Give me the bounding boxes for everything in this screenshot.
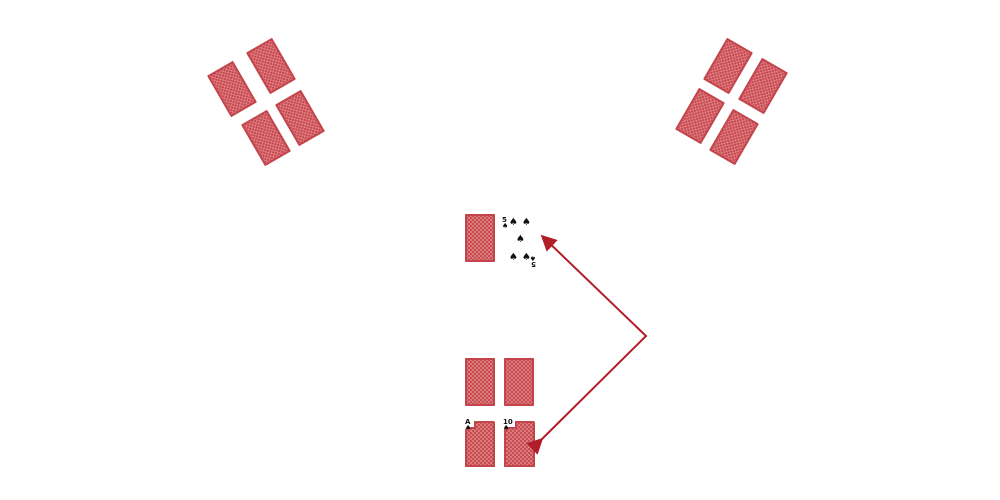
discard-rank: 5: [502, 216, 507, 224]
card-rank: 10: [503, 418, 513, 426]
spade-icon: ♠: [509, 252, 518, 263]
opponent-right-card[interactable]: [738, 57, 788, 115]
player-hand-top-row: [465, 358, 534, 406]
player-card-bottom-right[interactable]: 10 ♠: [503, 417, 535, 467]
spade-icon: ♠: [465, 424, 471, 432]
spade-icon: ♠: [503, 424, 509, 432]
opponent-left-card[interactable]: [246, 37, 296, 95]
player-card-bottom-left[interactable]: A ♠: [465, 417, 495, 467]
opponent-right-hand: [675, 37, 788, 166]
player-card-top-left[interactable]: [465, 358, 495, 406]
stock-pile[interactable]: [465, 214, 495, 262]
opponent-left-card[interactable]: [207, 60, 257, 118]
discard-pile[interactable]: 5 ♠ ♠ ♠ ♠ ♠ ♠ 5 ♠: [500, 214, 540, 268]
spade-icon: ♠: [502, 222, 508, 230]
discard-corner-bottom: 5 ♠: [530, 254, 536, 268]
opponent-right-card[interactable]: [703, 37, 753, 95]
spade-icon: ♠: [509, 217, 518, 228]
player-card-top-right[interactable]: [504, 358, 534, 406]
spade-icon: ♠: [516, 234, 525, 245]
spade-icon: ♠: [522, 217, 531, 228]
spade-icon: ♠: [530, 254, 536, 262]
card-rank: A: [465, 418, 471, 426]
swap-arrow-icon: [526, 234, 648, 455]
opponent-left-hand: [207, 37, 325, 167]
player-hand-bottom-row: A ♠ 10 ♠: [465, 417, 535, 467]
spade-icon: ♠: [522, 252, 531, 263]
